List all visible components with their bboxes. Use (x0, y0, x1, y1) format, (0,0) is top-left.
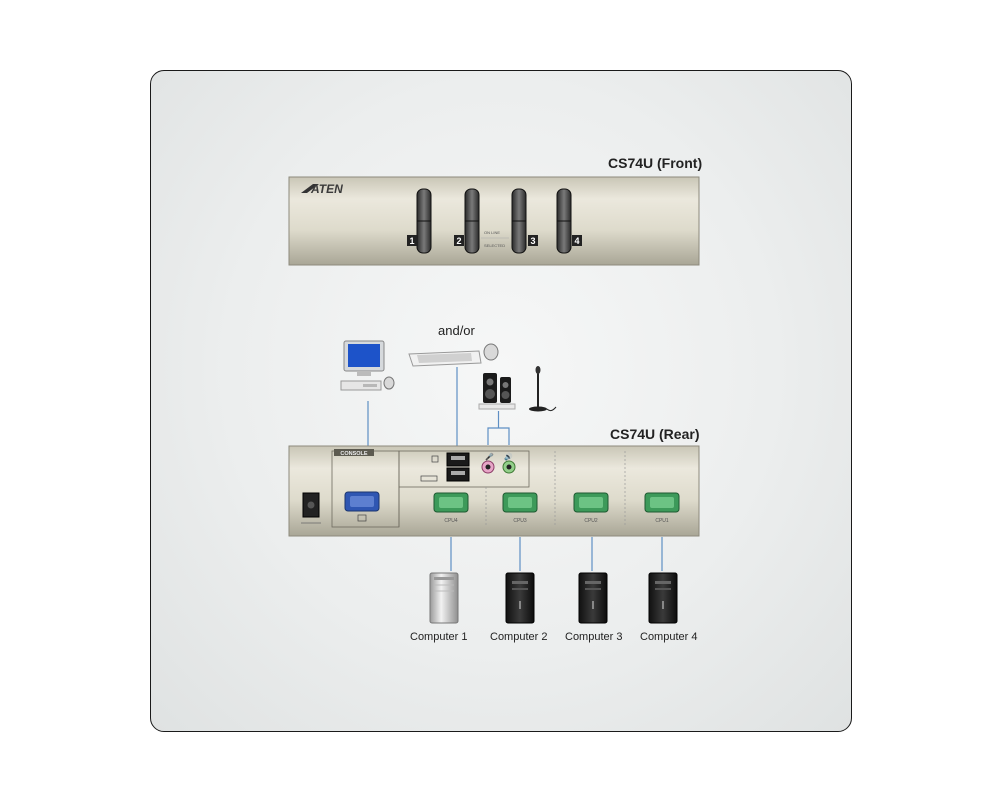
computer-2-label: Computer 2 (490, 631, 548, 643)
computer-3-label: Computer 3 (565, 631, 623, 643)
front-title: CS74U (Front) (608, 155, 703, 171)
mic-symbol-icon: 🎤 (485, 452, 494, 461)
port-badge-2 (454, 235, 464, 246)
brand-label: ATEN (310, 182, 343, 196)
cpu4-port[interactable] (433, 492, 469, 513)
usb-mouse-icon (483, 343, 499, 361)
port-badge-3 (528, 235, 538, 246)
vga-symbol-icon (357, 514, 367, 522)
cpu3-port[interactable] (502, 492, 538, 513)
rear-panel: CONSOLE (288, 445, 700, 537)
cpu2-label: CPU2 (584, 518, 598, 524)
cables (367, 367, 663, 571)
rear-title: CS74U (Rear) (610, 426, 700, 442)
port-number-3: 3 (530, 236, 535, 246)
computer-4-label: Computer 4 (640, 631, 698, 643)
aten-logo: ATEN (301, 182, 343, 196)
tower-computer-icon (429, 572, 678, 624)
usb-mouse-symbol-icon (431, 455, 439, 463)
diagram-frame: ATEN 1 2 3 (150, 70, 852, 732)
monitor-icon (340, 340, 385, 391)
computer-3-tower (578, 572, 608, 624)
usb-keyboard-symbol-icon (420, 475, 438, 482)
power-jack-icon (301, 492, 321, 524)
console-label-bg (334, 449, 374, 456)
port-number-1: 1 (409, 236, 414, 246)
port-button-2[interactable] (464, 188, 480, 254)
mouse-icon (383, 376, 395, 390)
led-label-online: ON LINE (484, 230, 500, 235)
audio-cable-bracket (487, 427, 510, 445)
port-button-4[interactable] (556, 188, 572, 254)
cpu4-label: CPU4 (444, 518, 458, 524)
speakers-icon (478, 373, 516, 410)
port-number-4: 4 (574, 236, 579, 246)
kvm-diagram: ATEN 1 2 3 (288, 176, 700, 624)
cpu1-label: CPU1 (655, 518, 669, 524)
cpu1-port[interactable] (644, 492, 680, 513)
port-badge-4 (572, 235, 582, 246)
speaker-symbol-icon: 🔊 (504, 452, 513, 461)
port-button-3[interactable] (511, 188, 527, 254)
console-label: CONSOLE (340, 451, 368, 457)
microphone-icon (529, 366, 557, 412)
and-or-label: and/or (438, 323, 475, 338)
cpu2-port[interactable] (573, 492, 609, 513)
console-vga-port[interactable] (344, 491, 380, 512)
port-badge-1 (407, 235, 417, 246)
usb-port-icon[interactable] (446, 452, 470, 482)
computer-1-tower (429, 572, 459, 624)
cpu3-label: CPU3 (513, 518, 527, 524)
led-label-selected: SELECTED (484, 243, 505, 248)
computer-4-tower (648, 572, 678, 624)
front-panel: ATEN 1 2 3 (288, 176, 700, 266)
audio-jack-icon[interactable] (481, 460, 516, 474)
port-number-2: 2 (456, 236, 461, 246)
computer-1-label: Computer 1 (410, 631, 468, 643)
port-button-1[interactable] (416, 188, 432, 254)
keyboard-icon (408, 350, 482, 367)
computer-2-tower (505, 572, 535, 624)
